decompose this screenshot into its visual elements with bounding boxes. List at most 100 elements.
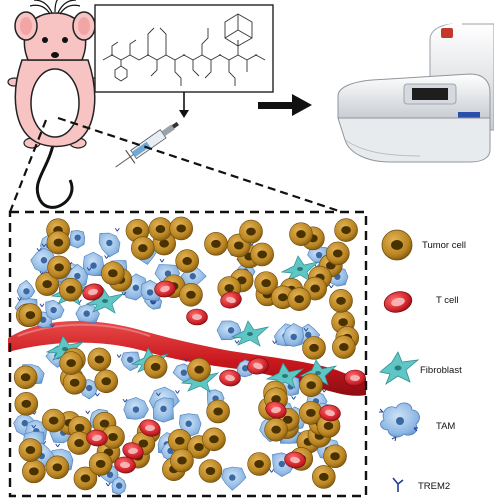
legend-label-fibroblast: Fibroblast <box>420 365 462 376</box>
zoom-callout-lines <box>8 116 343 214</box>
syringe-icon <box>115 121 179 168</box>
t-cell <box>86 429 108 447</box>
tumor-cell <box>187 357 211 382</box>
tumor-cell <box>332 335 356 359</box>
legend-item-trem2: TREM2 <box>392 477 450 492</box>
tumor-cell <box>302 336 326 360</box>
chemical-structure-panel <box>94 4 274 118</box>
legend-item-fibroblast: Fibroblast <box>379 351 462 386</box>
legend-label-trem2: TREM2 <box>418 481 450 492</box>
tumor-cell <box>47 255 71 280</box>
tam-icon <box>379 402 420 442</box>
tumor-cell <box>41 408 66 433</box>
tumor-cell <box>179 283 203 307</box>
tumor-cell <box>198 459 223 483</box>
t-cell <box>82 283 104 301</box>
tumor-cell <box>325 241 350 266</box>
tumor-cell <box>299 373 323 398</box>
cell-cluster <box>13 216 366 495</box>
t-cell <box>154 280 176 298</box>
tumor-cell <box>35 272 60 296</box>
tumor-cell <box>169 216 193 241</box>
tumor-cell <box>299 401 323 425</box>
tumor-cell <box>131 236 155 260</box>
tumor-cell <box>250 242 274 267</box>
fibroblast-cell <box>230 320 270 347</box>
tumor-cell <box>62 370 87 395</box>
legend-label-t-cell: T cell <box>436 295 459 306</box>
tumor-cell <box>73 466 98 491</box>
tumor-cell <box>67 431 91 455</box>
tumor-cell <box>87 347 112 372</box>
tumor-cell <box>323 444 347 469</box>
legend-label-tam: TAM <box>436 421 455 432</box>
tumor-cell <box>167 428 192 453</box>
tumor-cell <box>59 351 83 375</box>
t-cell <box>220 291 242 309</box>
tumor-cell <box>14 392 39 416</box>
tumor-cell <box>312 465 336 489</box>
t-cell-icon <box>383 291 413 313</box>
t-cell <box>114 456 136 474</box>
tam-cell <box>282 323 309 347</box>
tumor-cell <box>143 355 168 379</box>
tumor-cell <box>88 452 113 476</box>
trem2-icon <box>392 477 404 492</box>
tumor-cell <box>58 277 83 302</box>
legend: Tumor cell T cell Fibroblast <box>379 229 466 492</box>
tumor-cell <box>13 365 38 390</box>
tam-cell <box>216 320 242 344</box>
t-cell <box>247 357 269 375</box>
tumor-cell <box>287 287 311 311</box>
tam-cell <box>39 299 65 321</box>
fibroblast-icon <box>379 351 420 386</box>
tam-cell <box>217 466 247 491</box>
t-cell <box>344 369 366 387</box>
blood-vessel <box>8 320 366 396</box>
tam-cell <box>152 392 174 423</box>
legend-label-tumor-cell: Tumor cell <box>422 240 466 251</box>
tumor-cell <box>204 232 228 256</box>
tumor-cell <box>247 452 271 476</box>
legend-item-t-cell: T cell <box>383 291 459 313</box>
tumor-cell <box>334 218 358 242</box>
t-cell <box>139 419 161 437</box>
legend-item-tam: TAM <box>379 402 455 442</box>
tumor-cell <box>101 425 125 449</box>
tumor-cell <box>239 219 263 244</box>
tumor-cell <box>94 369 119 394</box>
tumor-cell <box>148 217 173 241</box>
t-cell <box>186 308 208 326</box>
tumor-cell <box>206 399 230 424</box>
t-cell <box>319 404 341 422</box>
tumor-cell <box>264 417 288 442</box>
tumor-cell <box>202 427 226 452</box>
tam-cell <box>98 227 121 258</box>
tumor-cell <box>175 249 199 273</box>
tam-cell <box>16 279 36 301</box>
tumor-cell <box>18 438 43 462</box>
tumor-cell <box>329 289 353 313</box>
tam-cell <box>105 476 127 495</box>
tumor-cell <box>18 303 43 327</box>
mouse-belly-window <box>30 68 80 138</box>
tumor-cell <box>45 455 70 480</box>
tumor-cell <box>254 271 278 295</box>
tumor-microenvironment-panel <box>8 210 368 498</box>
t-cell <box>284 451 306 469</box>
tumor-cell <box>289 222 313 246</box>
process-arrow <box>258 94 312 116</box>
tumor-cell <box>170 448 194 473</box>
legend-item-tumor-cell: Tumor cell <box>381 229 466 261</box>
imaging-scanner <box>337 23 494 163</box>
t-cell <box>219 369 241 387</box>
tam-cell <box>122 397 149 420</box>
t-cell <box>265 401 287 419</box>
tumor-cell <box>46 230 71 255</box>
mouse-illustration <box>7 0 100 209</box>
tumor-cell-icon <box>381 229 413 261</box>
tumor-cell <box>22 459 46 484</box>
tumor-cell <box>101 261 125 286</box>
fibroblast-cell <box>280 255 320 282</box>
